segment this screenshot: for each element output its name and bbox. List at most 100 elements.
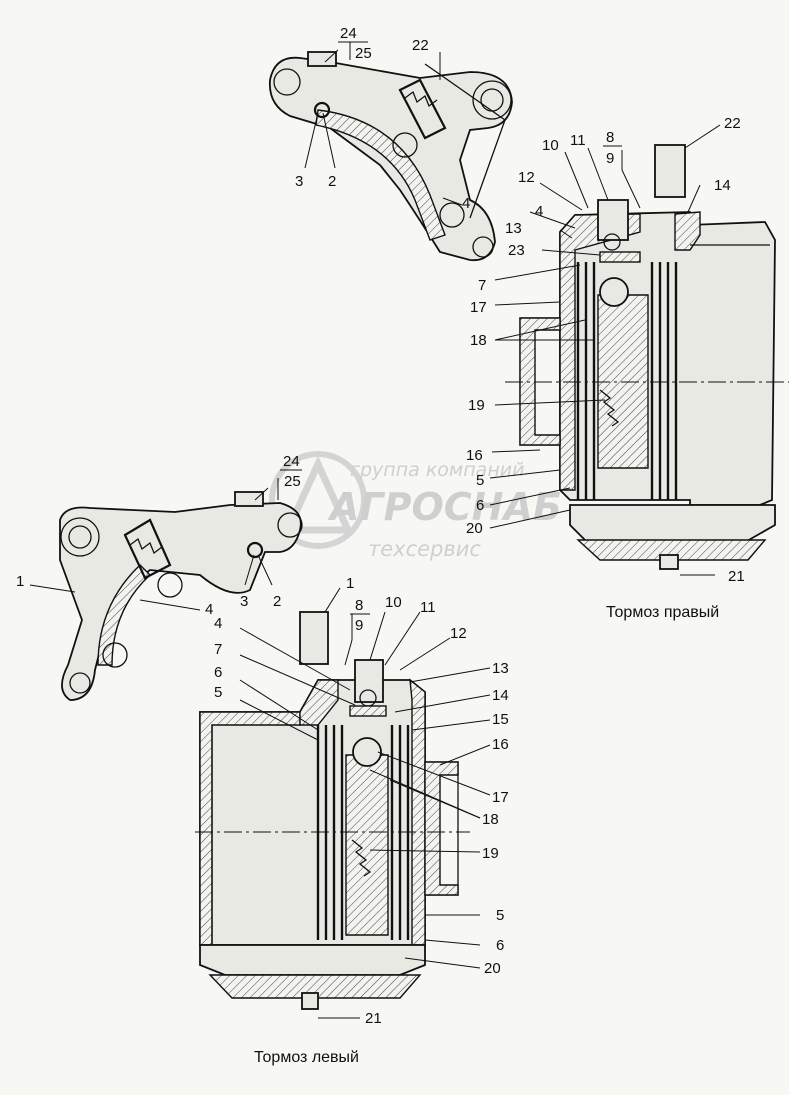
callout-25: 25 xyxy=(355,45,372,62)
left-drain-plug xyxy=(301,992,319,1010)
left-lever-hole-left xyxy=(60,517,100,557)
left-ball xyxy=(352,737,382,767)
caption-left-brake: Тормоз левый xyxy=(254,1049,359,1066)
callout-20: 20 xyxy=(466,520,483,537)
callout-16: 16 xyxy=(492,736,509,753)
right-lever-arc-section xyxy=(315,109,446,241)
callout-9: 9 xyxy=(606,150,614,167)
callout-10: 10 xyxy=(542,137,559,154)
callout-7: 7 xyxy=(478,277,486,294)
right-lower-case xyxy=(569,504,776,546)
right-lever-spring-box xyxy=(398,78,447,140)
callout-8: 8 xyxy=(606,129,614,146)
callout-20: 20 xyxy=(484,960,501,977)
callout-18: 18 xyxy=(482,811,499,828)
watermark: группа компаний АГРОСНАБ техсервис xyxy=(269,451,562,561)
callout-5b: 5 xyxy=(496,907,504,924)
left-lever-hole-center xyxy=(157,572,183,598)
callout-12: 12 xyxy=(518,169,535,186)
caption-right-brake: Тормоз правый xyxy=(606,604,719,621)
right-lever-ball xyxy=(313,101,331,119)
callout-17: 17 xyxy=(492,789,509,806)
callout-4: 4 xyxy=(462,195,470,212)
callout-1: 1 xyxy=(16,573,24,590)
watermark-line2: АГРОСНАБ xyxy=(327,485,562,529)
left-oil-pan xyxy=(208,974,422,999)
callout-6: 6 xyxy=(476,497,484,514)
callout-11: 11 xyxy=(570,132,586,149)
callouts-right-lever: 24 25 22 3 2 4 xyxy=(295,25,470,212)
right-oil-pan xyxy=(576,539,767,561)
right-friction-discs xyxy=(576,262,678,500)
left-pressure-plates xyxy=(345,754,389,936)
callout-5: 5 xyxy=(476,472,484,489)
callout-2: 2 xyxy=(328,173,336,190)
callout-19: 19 xyxy=(468,397,485,414)
callout-8: 8 xyxy=(355,597,363,614)
callout-14: 14 xyxy=(492,687,509,704)
left-lever-hole-lower xyxy=(102,642,128,668)
right-lever-view xyxy=(268,51,513,262)
callout-23: 23 xyxy=(508,242,525,259)
callout-10: 10 xyxy=(385,594,402,611)
callout-17: 17 xyxy=(470,299,487,316)
right-spring xyxy=(599,389,620,427)
callout-13: 13 xyxy=(492,660,509,677)
right-lever-stub xyxy=(654,144,686,198)
callout-11: 11 xyxy=(420,599,436,616)
right-lever-hole-left xyxy=(273,68,301,96)
watermark-line1: группа компаний xyxy=(350,459,524,481)
left-lever-spring-box xyxy=(123,518,172,580)
callout-4b: 4 xyxy=(535,203,543,220)
callout-4: 4 xyxy=(214,615,222,632)
right-lever-hole-lower xyxy=(439,202,465,228)
callout-13: 13 xyxy=(505,220,522,237)
left-spring xyxy=(351,839,372,877)
right-lever-hole-right xyxy=(472,80,512,120)
callout-5: 5 xyxy=(214,684,222,701)
callout-2: 2 xyxy=(273,593,281,610)
callout-1: 1 xyxy=(346,575,354,592)
callout-12: 12 xyxy=(450,625,467,642)
callout-22: 22 xyxy=(724,115,741,132)
callout-21: 21 xyxy=(728,568,745,585)
callout-18: 18 xyxy=(470,332,487,349)
right-lever-bolt-head xyxy=(307,51,337,67)
left-lever-hole-right xyxy=(277,512,303,538)
right-actuator-pin xyxy=(597,199,629,241)
left-lever-view xyxy=(59,491,303,701)
callouts-right-brake: 10 11 8 9 22 14 12 4 13 23 7 17 18 19 16… xyxy=(466,115,745,585)
callout-24: 24 xyxy=(340,25,357,42)
left-actuator-pin xyxy=(354,659,384,703)
right-drain-plug xyxy=(659,554,679,570)
watermark-emblem xyxy=(269,451,367,549)
left-lever-ball xyxy=(246,541,264,559)
left-lever-bolt-head xyxy=(234,491,264,507)
callout-6b: 6 xyxy=(496,937,504,954)
left-lever-arc-section xyxy=(97,564,152,666)
callout-4: 4 xyxy=(205,601,213,618)
callout-15: 15 xyxy=(492,711,509,728)
right-brake-section xyxy=(505,144,789,570)
callout-24: 24 xyxy=(283,453,300,470)
callout-3: 3 xyxy=(295,173,303,190)
callouts-left-lever: 24 25 1 4 3 2 xyxy=(16,453,302,618)
callouts-left-brake: 1 8 9 10 11 12 4 7 6 5 13 14 15 16 17 18… xyxy=(214,575,509,1027)
left-brake-section xyxy=(195,611,470,1010)
watermark-line3: техсервис xyxy=(368,537,481,561)
left-lever-body xyxy=(59,502,302,701)
callout-25: 25 xyxy=(284,473,301,490)
left-lower-case xyxy=(199,944,426,976)
callout-14: 14 xyxy=(714,177,731,194)
left-lever-stub xyxy=(299,611,329,665)
callout-21: 21 xyxy=(365,1010,382,1027)
callout-16: 16 xyxy=(466,447,483,464)
leader-lines xyxy=(29,42,721,1019)
callout-9: 9 xyxy=(355,617,363,634)
callout-7: 7 xyxy=(214,641,222,658)
callout-3: 3 xyxy=(240,593,248,610)
right-lever-hole-center xyxy=(392,132,418,158)
callout-22: 22 xyxy=(412,37,429,54)
callout-19: 19 xyxy=(482,845,499,862)
